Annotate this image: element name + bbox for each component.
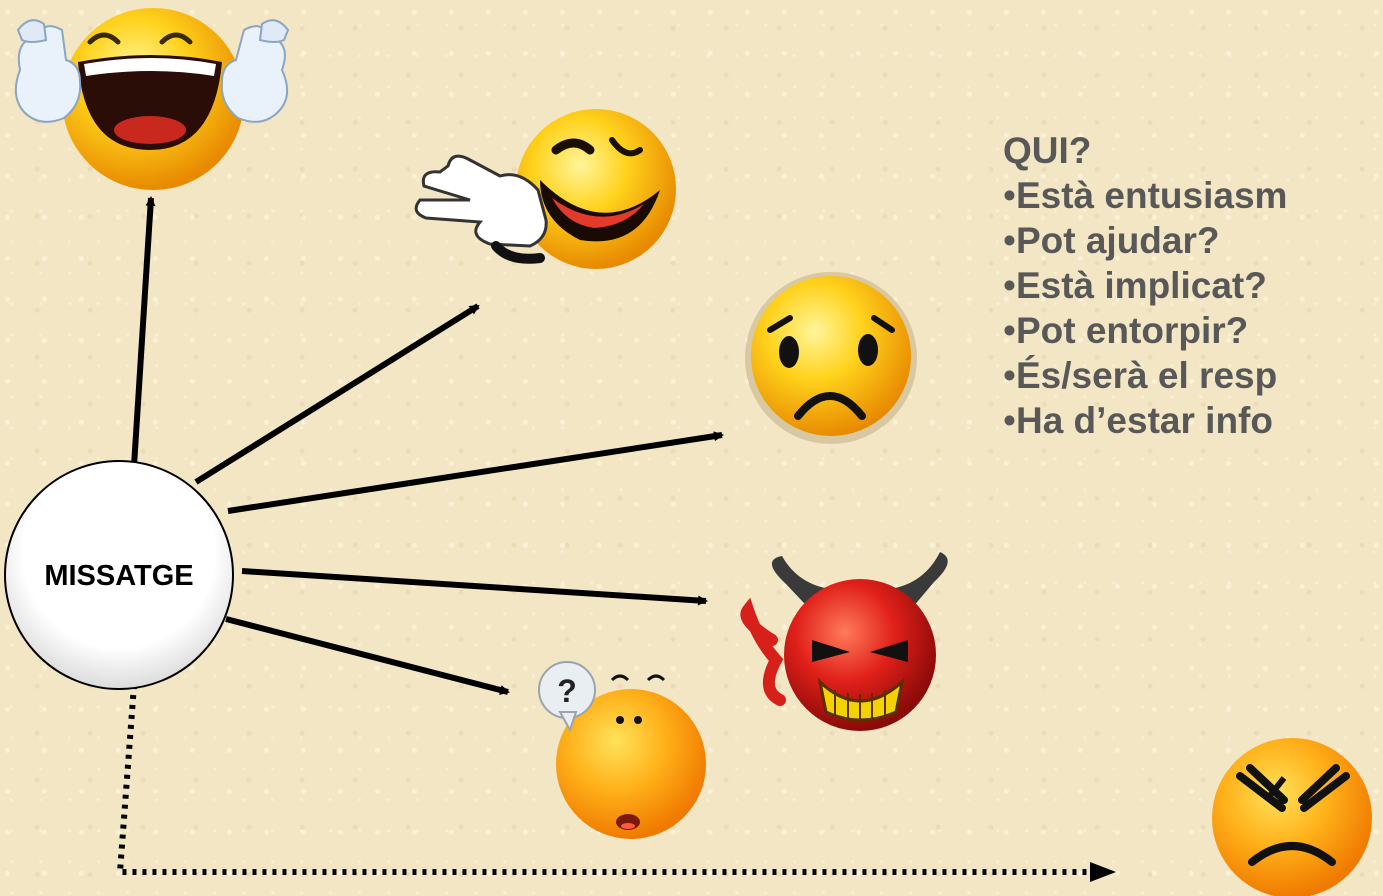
questions-title: QUI? bbox=[1003, 130, 1092, 171]
arrow-to-waving bbox=[194, 303, 480, 485]
confused-question-face-icon: ? bbox=[538, 661, 706, 839]
arrow-to-devil bbox=[241, 568, 708, 606]
arrow-to-sad bbox=[227, 431, 724, 514]
question-item: Està implicat? bbox=[1003, 263, 1287, 308]
question-item: Pot entorpir? bbox=[1003, 308, 1287, 353]
message-label: MISSATGE bbox=[44, 560, 193, 592]
angry-face-icon bbox=[1212, 738, 1372, 896]
sad-face-icon bbox=[745, 272, 917, 444]
arrow-to-laughing bbox=[131, 196, 156, 467]
stakeholder-questions: QUI? Està entusiasm Pot ajudar? Està imp… bbox=[1003, 128, 1287, 443]
question-item: Ha d’estar info bbox=[1003, 398, 1287, 443]
svg-text:?: ? bbox=[557, 673, 577, 709]
question-item: És/serà el resp bbox=[1003, 353, 1287, 398]
question-item: Pot ajudar? bbox=[1003, 218, 1287, 263]
dotted-arrow-to-angry bbox=[116, 684, 1116, 882]
devil-face-icon bbox=[740, 552, 948, 731]
waving-winking-face-icon bbox=[414, 109, 676, 269]
arrow-to-confused bbox=[225, 616, 510, 695]
question-item: Està entusiasm bbox=[1003, 173, 1287, 218]
message-node: MISSATGE bbox=[4, 460, 234, 690]
laughing-thumbs-up-face-icon bbox=[14, 8, 290, 190]
connector-arrows bbox=[116, 196, 1116, 882]
